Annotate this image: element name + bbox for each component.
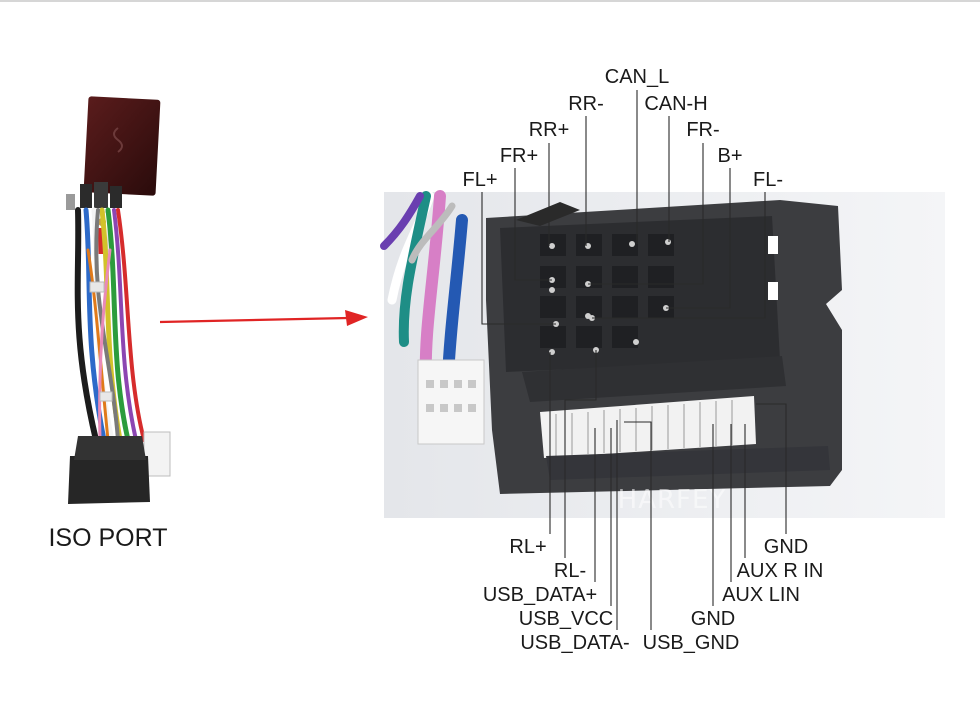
lower-pin-row	[540, 396, 756, 458]
harness-photo	[66, 96, 171, 504]
bottom-pin-labels: RL+ GND RL- AUX R IN USB_DATA+ AUX LIN U…	[483, 350, 823, 654]
brand-logo-icon	[113, 127, 123, 153]
connector-photo: HARFEY	[380, 190, 945, 518]
small-white-plug	[417, 359, 485, 445]
label-rl-plus: RL+	[509, 536, 546, 558]
label-can-l: CAN_L	[605, 66, 669, 88]
top-divider	[0, 0, 980, 2]
label-aux-r-in: AUX R IN	[737, 560, 824, 582]
leader-fr-plus	[514, 168, 552, 281]
label-gnd-right: GND	[764, 536, 808, 558]
label-gnd-center: GND	[691, 608, 735, 630]
label-fl-minus: FL-	[753, 169, 783, 191]
top-pin-labels: CAN_L RR- CAN-H RR+ FR- FR+ B+ FL+ FL-	[462, 66, 783, 325]
watermark: HARFEY	[618, 485, 727, 515]
leader-usb-gnd	[624, 421, 652, 630]
pointer-arrow	[159, 310, 368, 326]
label-usb-gnd: USB_GND	[643, 632, 740, 654]
leader-gnd-right	[756, 403, 787, 534]
label-b-plus: B+	[717, 145, 742, 167]
label-rl-minus: RL-	[554, 560, 586, 582]
leader-fr-minus	[588, 143, 704, 285]
leader-b-plus	[666, 168, 731, 309]
label-fr-plus: FR+	[500, 145, 538, 167]
label-fr-minus: FR-	[686, 119, 719, 141]
label-fl-plus: FL+	[462, 169, 497, 191]
label-rr-plus: RR+	[529, 119, 570, 141]
leader-fl-minus	[592, 192, 766, 319]
label-usb-data-minus: USB_DATA-	[520, 632, 629, 654]
iso-plug	[68, 456, 150, 504]
label-aux-lin: AUX LIN	[722, 584, 800, 606]
label-can-h: CAN-H	[644, 93, 707, 115]
label-rr-minus: RR-	[568, 93, 604, 115]
leader-fl-plus	[481, 192, 556, 325]
leader-rl-minus	[564, 350, 597, 558]
label-usb-data-plus: USB_DATA+	[483, 584, 597, 606]
label-usb-vcc: USB_VCC	[519, 608, 613, 630]
iso-port-caption: ISO PORT	[48, 524, 167, 552]
